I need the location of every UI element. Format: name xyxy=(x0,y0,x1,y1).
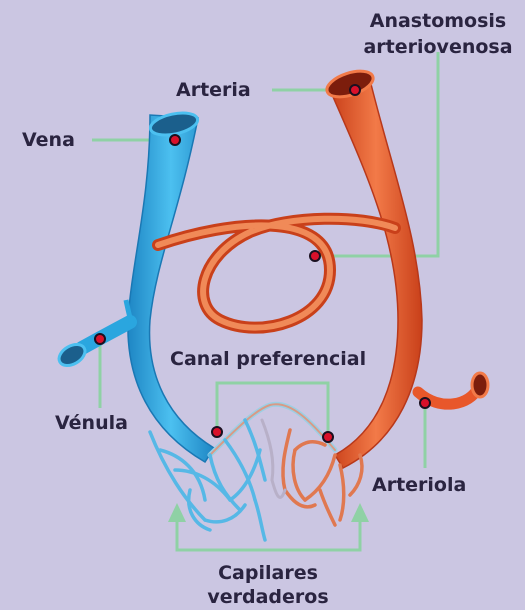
artery-vessel xyxy=(324,66,488,468)
label-canal-preferencial: Canal preferencial xyxy=(170,348,366,370)
label-arteria: Arteria xyxy=(176,79,251,101)
marker-vena xyxy=(170,135,180,145)
marker-arteriola xyxy=(420,398,430,408)
marker-canal-right xyxy=(323,432,333,442)
label-anastomosis-line2: arteriovenosa xyxy=(363,36,512,58)
label-venula: Vénula xyxy=(55,412,128,434)
anastomosis-loop xyxy=(158,219,395,328)
label-vena: Vena xyxy=(22,129,75,151)
arrow-up-right xyxy=(351,503,369,522)
marker-anastomosis xyxy=(310,251,320,261)
marker-canal-left xyxy=(212,427,222,437)
label-anastomosis-line1: Anastomosis xyxy=(370,10,506,32)
vein-vessel xyxy=(55,109,214,462)
label-capilares-line2: verdaderos xyxy=(207,586,328,608)
marker-venula xyxy=(95,334,105,344)
marker-arteria xyxy=(350,85,360,95)
label-arteriola: Arteriola xyxy=(372,474,466,496)
arrow-up-left xyxy=(168,503,186,522)
label-capilares-line1: Capilares xyxy=(218,562,318,584)
